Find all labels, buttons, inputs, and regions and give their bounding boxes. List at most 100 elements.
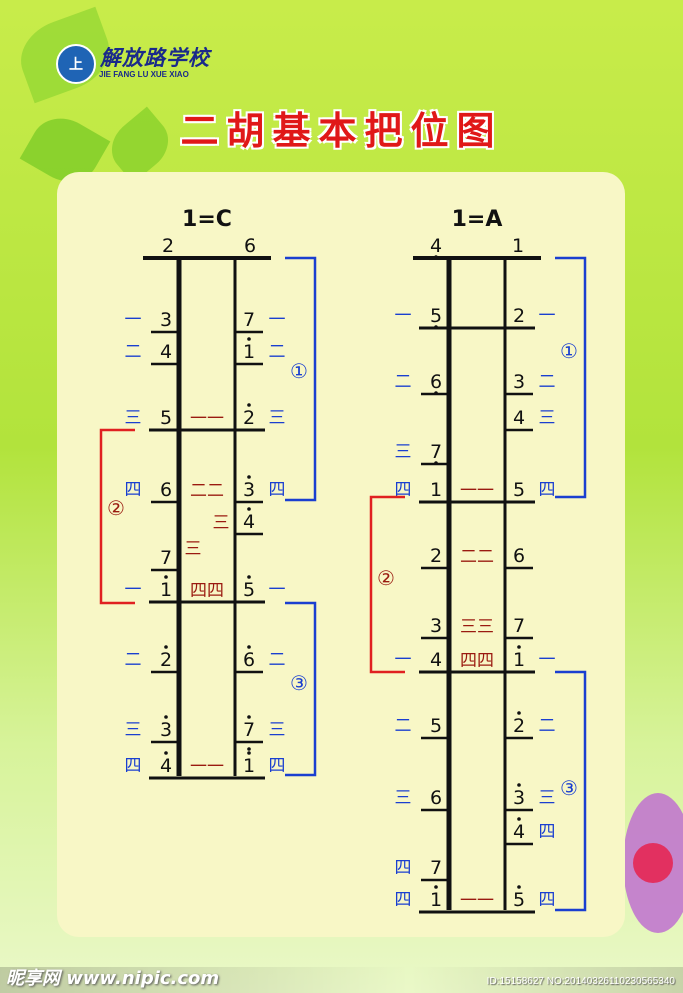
key-signature: 1=C [182, 207, 232, 232]
finger-label-right: 二 [539, 372, 556, 392]
note-left: 1 [160, 579, 172, 601]
page-title: 二胡基本把位图 [180, 109, 503, 153]
note-right: 1 [243, 755, 255, 777]
finger-label-right: 一 [269, 580, 286, 600]
note-right: 2 [243, 407, 255, 429]
note-left: 2 [160, 649, 172, 671]
finger-label-left: 二 [395, 372, 412, 392]
finger-label-left: 一 [395, 306, 412, 326]
position-number: ③ [560, 776, 578, 800]
octave-dot [247, 507, 251, 511]
finger-label-right: 四 [539, 480, 556, 500]
note-left: 3 [160, 309, 172, 331]
note-left: 7 [430, 857, 442, 879]
finger-label-right: 二 [539, 716, 556, 736]
finger-label-left: 一 [125, 580, 142, 600]
octave-dot [247, 715, 251, 719]
note-left: 2 [430, 545, 442, 567]
finger-label-middle: 一一 [190, 409, 224, 429]
watermark-site: 昵享网 www.nipic.com [6, 968, 220, 989]
finger-label-left: 二 [395, 716, 412, 736]
school-logo: 上 [56, 44, 96, 84]
key-signature: 1=A [452, 207, 503, 232]
position-bracket [99, 428, 135, 605]
note-right: 4 [513, 407, 525, 429]
note-left: 4 [160, 341, 172, 363]
octave-dot [247, 337, 251, 341]
school-name-english: JIE FANG LU XUE XIAO [99, 70, 189, 79]
note-right: 1 [513, 649, 525, 671]
note-right: 5 [513, 889, 525, 911]
octave-dot [247, 747, 251, 751]
note-right: 7 [243, 309, 255, 331]
octave-dot [517, 783, 521, 787]
finger-label-right: 一 [539, 306, 556, 326]
finger-label-middle: 一一 [190, 757, 224, 777]
finger-label-left: 四 [395, 858, 412, 878]
octave-dot [164, 751, 168, 755]
octave-dot [164, 575, 168, 579]
note-right: 2 [513, 715, 525, 737]
finger-label-left: 三 [125, 408, 142, 428]
note-left: 3 [430, 615, 442, 637]
flower-decoration [633, 843, 673, 883]
finger-label-right: 三 [539, 788, 556, 808]
position-number: ② [377, 566, 395, 590]
finger-label-right: 一 [539, 650, 556, 670]
octave-dot [434, 391, 438, 395]
octave-dot [164, 715, 168, 719]
octave-dot [247, 751, 251, 755]
note-right: 3 [513, 787, 525, 809]
finger-label-left: 四 [125, 480, 142, 500]
note-right: 3 [513, 371, 525, 393]
open-string-note: 2 [162, 235, 174, 257]
position-number: ② [107, 496, 125, 520]
position-bracket [285, 256, 317, 502]
octave-dot [434, 461, 438, 465]
position-bracket [369, 495, 405, 674]
position-number: ① [560, 339, 578, 363]
octave-dot [247, 475, 251, 479]
finger-label-right: 四 [269, 756, 286, 776]
octave-dot [517, 645, 521, 649]
finger-label-left: 二 [125, 342, 142, 362]
note-left: 4 [160, 755, 172, 777]
note-right: 2 [513, 305, 525, 327]
finger-label-left: 三 [395, 788, 412, 808]
note-right: 1 [243, 341, 255, 363]
finger-label-middle: 四四 [460, 651, 494, 671]
finger-label-middle: 一一 [460, 481, 494, 501]
note-right: 4 [513, 821, 525, 843]
note-left: 1 [430, 889, 442, 911]
note-right: 5 [513, 479, 525, 501]
position-number: ③ [290, 671, 308, 695]
note-right: 4 [243, 511, 255, 533]
open-string-note: 4 [430, 235, 442, 257]
octave-dot [517, 885, 521, 889]
open-string-note: 1 [512, 235, 524, 257]
finger-label-left: 四 [125, 756, 142, 776]
note-left: 6 [430, 787, 442, 809]
finger-label-right: 二 [269, 342, 286, 362]
position-bracket [285, 601, 317, 777]
finger-label-left: 一 [395, 650, 412, 670]
watermark-bar [0, 967, 683, 993]
note-left: 1 [430, 479, 442, 501]
position-bracket [555, 256, 587, 499]
finger-label-middle: 四四 [190, 581, 224, 601]
note-left: 6 [160, 479, 172, 501]
note-left: 3 [160, 719, 172, 741]
note-left: 6 [430, 371, 442, 393]
note-left: 5 [160, 407, 172, 429]
octave-dot [517, 711, 521, 715]
finger-label-right: 二 [269, 650, 286, 670]
octave-dot [164, 645, 168, 649]
octave-dot [247, 575, 251, 579]
finger-label-middle: 二二 [460, 547, 494, 567]
note-left: 7 [160, 547, 172, 569]
finger-label-middle: 一一 [460, 891, 494, 911]
octave-dot [434, 885, 438, 889]
finger-label-right: 四 [539, 822, 556, 842]
note-left: 4 [430, 649, 442, 671]
